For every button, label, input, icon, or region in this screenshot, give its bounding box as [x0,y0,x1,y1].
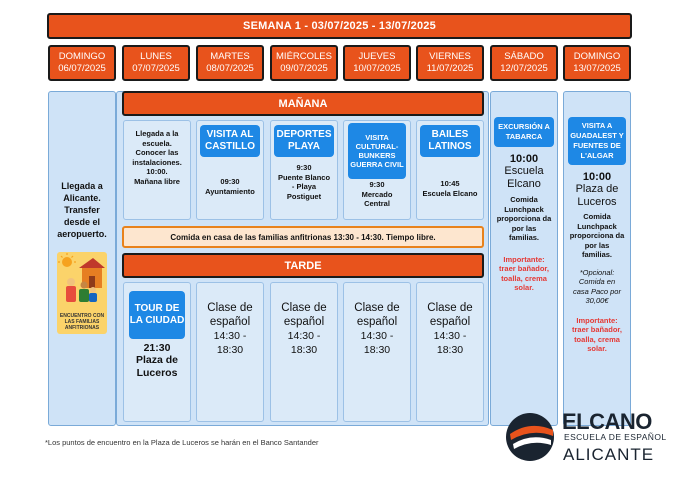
saturday-time: 10:00 [509,153,539,165]
lunes-morning-time: 10:00. [146,167,168,176]
elcano-logo-mark [505,408,557,464]
saturday-note: Comida Lunchpack proporciona da por las … [496,195,552,242]
morning-title-bar: MAÑANA [122,91,484,116]
elcano-logo-icon [506,413,554,461]
sunday-last-place: Plaza de Luceros [575,183,619,208]
sunday-last-time: 10:00 [582,171,612,183]
afternoon-title-bar: TARDE [122,253,484,278]
day-name: SÁBADO [504,51,544,62]
day-header-miercoles: MIÉRCOLES 09/07/2025 [270,45,338,81]
lunes-afternoon-place: Plaza de Luceros [135,354,179,379]
day-header-martes: MARTES 08/07/2025 [196,45,264,81]
day-header-lunes: LUNES 07/07/2025 [122,45,190,81]
afternoon-viernes: Clase de español 14:30 - 18:30 [416,282,484,422]
day-date: 09/07/2025 [280,63,328,74]
day-name: LUNES [140,51,172,62]
day-header-domingo-2: DOMINGO 13/07/2025 [563,45,631,81]
clase-time: 14:30 - 18:30 [213,330,247,356]
morning-jueves: VISITA CULTURAL- BUNKERS GUERRA CIVIL 9:… [343,120,411,220]
logo-subtitle: ESCUELA DE ESPAÑOL [564,432,667,442]
martes-place: Ayuntamiento [205,186,255,196]
clase-time: 14:30 - 18:30 [287,330,321,356]
morning-title: MAÑANA [278,97,328,110]
day-date: 12/07/2025 [500,63,548,74]
jueves-time: 9:30 [369,180,385,189]
saturday-important: Importante: traer bañador, toalla, crema… [498,254,550,293]
footnote: *Los puntos de encuentro en la Plaza de … [45,438,319,447]
logo-city: ALICANTE [563,445,655,464]
sunday-last-activity: VISITA A GUADALEST Y FUENTES DE L'ALGAR [568,117,626,165]
day-header-domingo-1: DOMINGO 06/07/2025 [48,45,116,81]
day-date: 06/07/2025 [58,63,106,74]
day-date: 07/07/2025 [132,63,180,74]
day-date: 10/07/2025 [353,63,401,74]
clase-time: 14:30 - 18:30 [433,330,467,356]
miercoles-place: Puente Blanco - Playa Postiguet [277,172,331,201]
miercoles-activity: DEPORTES PLAYA [274,125,334,157]
week-title: SEMANA 1 - 03/07/2025 - 13/07/2025 [243,20,436,32]
lunes-afternoon-time: 21:30 [143,342,171,354]
lunes-morning-text: Llegada a la escuela. Conocer las instal… [132,129,182,167]
afternoon-miercoles: Clase de español 14:30 - 18:30 [270,282,338,422]
logo-name: ELCANO [562,409,652,434]
week-title-bar: SEMANA 1 - 03/07/2025 - 13/07/2025 [47,13,632,39]
day-header-viernes: VIERNES 11/07/2025 [416,45,484,81]
day-name: MARTES [210,51,250,62]
column-domingo-arrival: Llegada a Alicante. Transfer desde el ae… [48,91,116,426]
column-sabado: EXCURSIÓN A TABARCA 10:00 Escuela Elcano… [490,91,558,426]
lunch-text: Comida en casa de las familias anfitrion… [170,232,436,242]
morning-viernes: BAILES LATINOS 10:45 Escuela Elcano [416,120,484,220]
viernes-place: Escuela Elcano [422,188,478,198]
clase-title: Clase de español [207,302,253,328]
afternoon-lunes: TOUR DE LA CIUDAD 21:30 Plaza de Luceros [123,282,191,422]
martes-time: 09:30 [220,177,240,186]
morning-lunes: Llegada a la escuela. Conocer las instal… [123,120,191,220]
day-date: 13/07/2025 [573,63,621,74]
afternoon-jueves: Clase de español 14:30 - 18:30 [343,282,411,422]
viernes-activity: BAILES LATINOS [420,125,480,157]
day-date: 11/07/2025 [426,63,474,74]
day-header-jueves: JUEVES 10/07/2025 [343,45,411,81]
day-name: DOMINGO [573,51,621,62]
arrival-text: Llegada a Alicante. Transfer desde el ae… [57,181,107,239]
martes-activity: VISITA AL CASTILLO [200,125,260,157]
lunch-bar: Comida en casa de las familias anfitrion… [122,226,484,248]
saturday-activity: EXCURSIÓN A TABARCA [494,117,554,147]
afternoon-martes: Clase de español 14:30 - 18:30 [196,282,264,422]
clase-title: Clase de español [354,302,400,328]
day-date: 08/07/2025 [206,63,254,74]
lunes-morning-extra: Mañana libre [134,176,180,186]
day-name: DOMINGO [58,51,106,62]
day-name: MIÉRCOLES [276,51,332,62]
lunes-afternoon-activity: TOUR DE LA CIUDAD [129,291,185,339]
miercoles-time: 9:30 [296,163,312,172]
clase-time: 14:30 - 18:30 [360,330,394,356]
clase-title: Clase de español [427,302,473,328]
column-domingo-last: VISITA A GUADALEST Y FUENTES DE L'ALGAR … [563,91,631,426]
clase-title: Clase de español [281,302,327,328]
family-house-icon [58,253,105,302]
day-header-sabado: SÁBADO 12/07/2025 [490,45,558,81]
day-name: JUEVES [358,51,396,62]
host-family-badge-text: ENCUENTRO CON LAS FAMILIAS ANFITRIONAS [59,313,105,331]
afternoon-title: TARDE [284,259,322,272]
sunday-last-important: Importante: traer bañador, toalla, crema… [571,315,623,354]
jueves-activity: VISITA CULTURAL- BUNKERS GUERRA CIVIL [348,123,406,179]
sunday-last-note: Comida Lunchpack proporciona da por las … [569,212,625,259]
host-family-badge: ENCUENTRO CON LAS FAMILIAS ANFITRIONAS [57,252,107,334]
morning-martes: VISITA AL CASTILLO 09:30 Ayuntamiento [196,120,264,220]
viernes-time: 10:45 [440,179,460,188]
morning-miercoles: DEPORTES PLAYA 9:30 Puente Blanco - Play… [270,120,338,220]
jueves-place: Mercado Central [361,189,393,209]
sunday-last-optional: *Opcional: Comida en casa Paco por 30,00… [573,267,621,306]
saturday-place: Escuela Elcano [504,165,544,190]
day-name: VIERNES [429,51,471,62]
